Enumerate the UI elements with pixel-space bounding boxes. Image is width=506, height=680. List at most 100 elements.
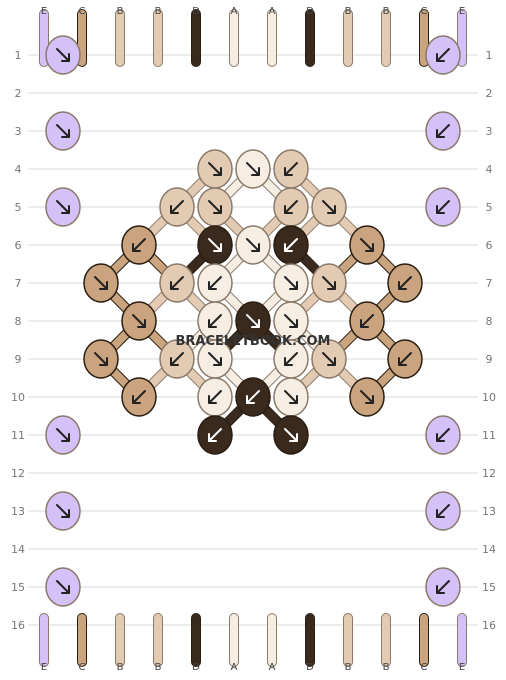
knot-arrow-icon bbox=[208, 352, 222, 366]
strand-label-bottom: C bbox=[79, 662, 86, 673]
knot-arrow-icon bbox=[284, 428, 298, 442]
knot-arrow-icon bbox=[56, 124, 70, 138]
knot-arrow-icon bbox=[170, 352, 184, 366]
strand-label-top: B bbox=[345, 6, 352, 17]
row-label-left: 14 bbox=[11, 543, 25, 556]
knot bbox=[425, 35, 461, 75]
knot-arrow-icon bbox=[56, 580, 70, 594]
strand-label-bottom: E bbox=[459, 662, 465, 673]
knot bbox=[197, 263, 233, 303]
knot bbox=[273, 263, 309, 303]
knot-arrow-icon bbox=[284, 314, 298, 328]
row-label-right: 16 bbox=[482, 619, 496, 632]
knot-arrow-icon bbox=[322, 352, 336, 366]
knot bbox=[273, 187, 309, 227]
knot bbox=[387, 339, 423, 379]
row-label-right: 4 bbox=[486, 163, 493, 176]
row-label-left: 1 bbox=[15, 49, 22, 62]
knot-arrow-icon bbox=[398, 352, 412, 366]
knot-arrow-icon bbox=[208, 314, 222, 328]
knot-arrow-icon bbox=[246, 314, 260, 328]
knot-arrow-icon bbox=[436, 124, 450, 138]
row-label-left: 13 bbox=[11, 505, 25, 518]
knot-arrow-icon bbox=[284, 162, 298, 176]
knot-arrow-icon bbox=[436, 428, 450, 442]
knot bbox=[425, 187, 461, 227]
knot-arrow-icon bbox=[170, 200, 184, 214]
knot bbox=[159, 339, 195, 379]
row-label-right: 9 bbox=[486, 353, 493, 366]
row-label-right: 2 bbox=[486, 87, 493, 100]
knots bbox=[45, 35, 461, 607]
row-label-left: 3 bbox=[15, 125, 22, 138]
knot bbox=[121, 377, 157, 417]
strand-label-top: B bbox=[117, 6, 124, 17]
knot-arrow-icon bbox=[208, 428, 222, 442]
knot-arrow-icon bbox=[246, 390, 260, 404]
row-label-right: 11 bbox=[482, 429, 496, 442]
knot bbox=[45, 111, 81, 151]
knot bbox=[83, 339, 119, 379]
strand-label-bottom: E bbox=[41, 662, 47, 673]
knot-arrow-icon bbox=[360, 238, 374, 252]
knot bbox=[235, 301, 271, 341]
strand-label-bottom: D bbox=[192, 662, 200, 673]
row-label-left: 5 bbox=[15, 201, 22, 214]
row-label-right: 6 bbox=[486, 239, 493, 252]
knot bbox=[159, 263, 195, 303]
row-label-left: 4 bbox=[15, 163, 22, 176]
knot bbox=[45, 567, 81, 607]
strand-label-bottom: A bbox=[269, 662, 276, 673]
strand-label-bottom: B bbox=[383, 662, 390, 673]
row-label-left: 6 bbox=[15, 239, 22, 252]
knot bbox=[235, 377, 271, 417]
strand-label-bottom: C bbox=[421, 662, 428, 673]
row-label-right: 12 bbox=[482, 467, 496, 480]
row-label-left: 2 bbox=[15, 87, 22, 100]
strand-label-bottom: B bbox=[155, 662, 162, 673]
knot bbox=[121, 301, 157, 341]
knot bbox=[235, 149, 271, 189]
strand-label-top: A bbox=[269, 6, 276, 17]
row-label-right: 5 bbox=[486, 201, 493, 214]
knot bbox=[349, 301, 385, 341]
row-label-left: 12 bbox=[11, 467, 25, 480]
knot-arrow-icon bbox=[94, 352, 108, 366]
knot bbox=[45, 187, 81, 227]
knot bbox=[197, 225, 233, 265]
watermark: BRACELETBOOK.COM bbox=[176, 334, 331, 349]
knot-arrow-icon bbox=[56, 504, 70, 518]
knot bbox=[311, 187, 347, 227]
knot-arrow-icon bbox=[132, 314, 146, 328]
knot-arrow-icon bbox=[322, 276, 336, 290]
strand-label-bottom: B bbox=[345, 662, 352, 673]
knot-arrow-icon bbox=[322, 200, 336, 214]
knot-arrow-icon bbox=[284, 276, 298, 290]
knot-arrow-icon bbox=[56, 200, 70, 214]
knot-arrow-icon bbox=[56, 48, 70, 62]
knot-arrow-icon bbox=[246, 162, 260, 176]
knot-arrow-icon bbox=[436, 504, 450, 518]
strand-label-bottom: A bbox=[231, 662, 238, 673]
knot bbox=[83, 263, 119, 303]
knot bbox=[425, 415, 461, 455]
knot bbox=[387, 263, 423, 303]
strand-label-top: B bbox=[383, 6, 390, 17]
knot bbox=[121, 225, 157, 265]
strand-label-top: A bbox=[231, 6, 238, 17]
strand-label-bottom: D bbox=[306, 662, 314, 673]
knot bbox=[349, 377, 385, 417]
knot bbox=[197, 377, 233, 417]
knot bbox=[273, 377, 309, 417]
row-label-left: 11 bbox=[11, 429, 25, 442]
knot-arrow-icon bbox=[360, 390, 374, 404]
strand-label-top: D bbox=[306, 6, 314, 17]
knot bbox=[197, 149, 233, 189]
strand-label-top: B bbox=[155, 6, 162, 17]
strand-label-bottom: B bbox=[117, 662, 124, 673]
knot bbox=[45, 415, 81, 455]
strand-label-top: E bbox=[459, 6, 465, 17]
knot-arrow-icon bbox=[436, 580, 450, 594]
knot-arrow-icon bbox=[284, 238, 298, 252]
